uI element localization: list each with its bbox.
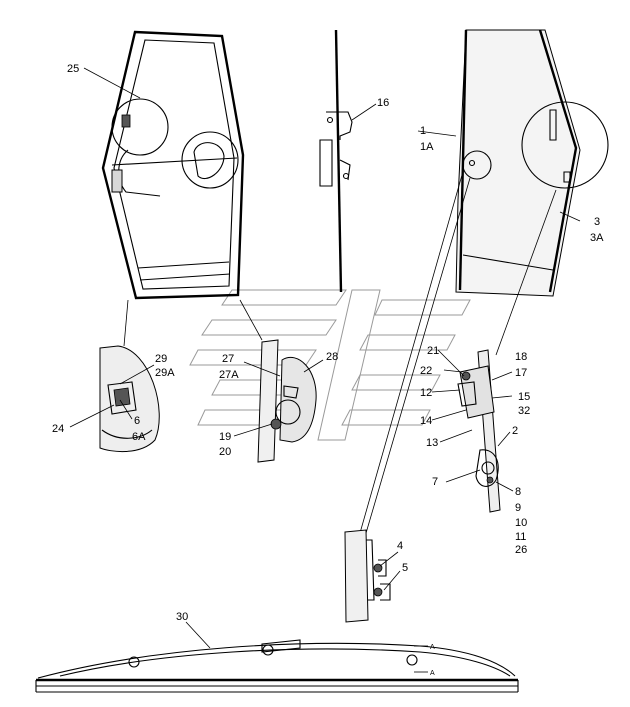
callout-8: 8 (515, 486, 521, 498)
callout-labels: 25 16 1 1A 3 3A 29 29A 24 6 6A 27 27A 28… (52, 63, 604, 677)
callout-28: 28 (326, 351, 338, 363)
callout-30: 30 (176, 611, 188, 623)
latch-assembly (457, 349, 501, 513)
callout-3: 3 (594, 216, 600, 228)
section-mark-a-top: A (430, 644, 435, 651)
callout-7: 7 (432, 476, 438, 488)
callout-10: 10 (515, 517, 527, 529)
right-door-panel (455, 29, 609, 297)
callout-29: 29 (155, 353, 167, 365)
handle-assembly (99, 345, 160, 452)
callout-15: 15 (518, 391, 530, 403)
callout-5: 5 (402, 562, 408, 574)
callout-1a: 1A (420, 141, 434, 153)
callout-27: 27 (222, 353, 234, 365)
section-mark-a-bottom: A (430, 670, 435, 677)
callout-16: 16 (377, 97, 389, 109)
callout-3a: 3A (590, 232, 604, 244)
callout-14: 14 (420, 415, 432, 427)
callout-29a: 29A (155, 367, 175, 379)
left-door-frame (101, 30, 245, 300)
callout-20: 20 (219, 446, 231, 458)
projection-lines (123, 174, 557, 541)
callout-6: 6 (134, 415, 140, 427)
callout-21: 21 (427, 345, 439, 357)
callout-22: 22 (420, 365, 432, 377)
callout-19: 19 (219, 431, 231, 443)
callout-9: 9 (515, 502, 521, 514)
callout-26: 26 (515, 544, 527, 556)
detail-circle-handle (181, 131, 239, 189)
callout-1: 1 (420, 125, 426, 137)
callout-25: 25 (67, 63, 79, 75)
detail-circle-hinge (462, 150, 492, 180)
callout-2: 2 (512, 425, 518, 437)
detail-circle-latch (111, 98, 169, 156)
callout-12: 12 (420, 387, 432, 399)
callout-6a: 6A (132, 431, 146, 443)
callout-24: 24 (52, 423, 64, 435)
bottom-strip (35, 639, 519, 693)
callout-13: 13 (426, 437, 438, 449)
lock-assembly (257, 339, 317, 463)
callout-18: 18 (515, 351, 527, 363)
callout-4: 4 (397, 540, 403, 552)
callout-27a: 27A (219, 369, 239, 381)
leader-lines (69, 67, 581, 649)
lower-bracket (344, 529, 391, 623)
center-rod (319, 29, 353, 293)
callout-11: 11 (515, 531, 526, 543)
callout-17: 17 (515, 367, 527, 379)
callout-32: 32 (518, 405, 530, 417)
detail-circle-edge (521, 101, 609, 189)
